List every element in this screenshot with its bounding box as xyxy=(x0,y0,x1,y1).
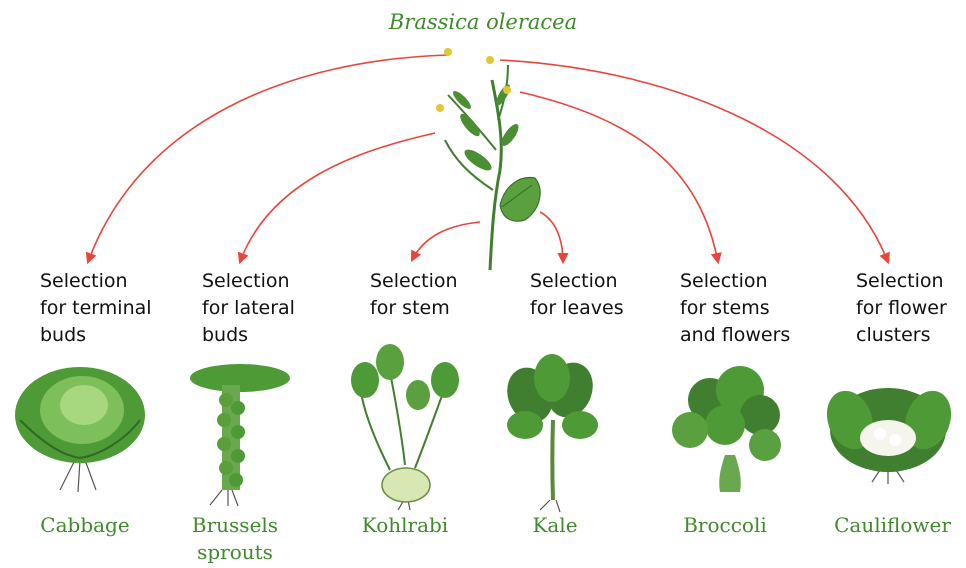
label-line: Selection xyxy=(370,268,458,295)
plant-name-broccoli: Broccoli xyxy=(670,512,780,539)
label-line: for stem xyxy=(370,295,458,322)
brussels-sprouts-icon xyxy=(190,364,290,506)
cauliflower-icon xyxy=(819,384,959,484)
kohlrabi-icon xyxy=(351,344,459,510)
label-line: clusters xyxy=(856,322,947,349)
arrow-to-stems-and-flowers xyxy=(520,92,718,262)
plant-name-kohlrabi: Kohlrabi xyxy=(350,512,460,539)
label-line: for flower xyxy=(856,295,947,322)
plant-name-line: Kohlrabi xyxy=(350,512,460,539)
plant-name-line: Cabbage xyxy=(30,512,140,539)
plant-name-line: Broccoli xyxy=(670,512,780,539)
arrow-to-terminal-buds xyxy=(88,55,448,262)
plant-name-cabbage: Cabbage xyxy=(30,512,140,539)
cabbage-icon xyxy=(15,367,145,492)
selection-label-flower-clusters: Selection for flower clusters xyxy=(856,268,947,349)
plant-name-brussels-sprouts: Brussels sprouts xyxy=(180,512,290,566)
label-line: and flowers xyxy=(680,322,790,349)
selection-label-stem: Selection for stem xyxy=(370,268,458,322)
selection-label-terminal-buds: Selection for terminal buds xyxy=(40,268,152,349)
plant-name-line: sprouts xyxy=(180,539,290,566)
arrow-to-leaves xyxy=(540,212,563,262)
selection-arrows xyxy=(88,55,888,262)
label-line: Selection xyxy=(530,268,624,295)
label-line: for stems xyxy=(680,295,790,322)
label-line: buds xyxy=(202,322,295,349)
plant-name-cauliflower: Cauliflower xyxy=(830,512,955,539)
broccoli-icon xyxy=(672,366,781,492)
label-line: Selection xyxy=(202,268,295,295)
arrow-to-lateral-buds xyxy=(240,133,435,262)
plant-name-kale: Kale xyxy=(505,512,605,539)
label-line: for terminal xyxy=(40,295,152,322)
label-line: buds xyxy=(40,322,152,349)
arrow-to-stem xyxy=(412,222,480,260)
plant-name-line: Brussels xyxy=(180,512,290,539)
label-line: Selection xyxy=(40,268,152,295)
label-line: for leaves xyxy=(530,295,624,322)
label-line: Selection xyxy=(680,268,790,295)
plant-name-line: Cauliflower xyxy=(830,512,955,539)
wild-mustard-plant-icon xyxy=(436,48,540,270)
selection-label-stems-and-flowers: Selection for stems and flowers xyxy=(680,268,790,349)
kale-icon xyxy=(500,354,600,512)
label-line: for lateral xyxy=(202,295,295,322)
plant-name-line: Kale xyxy=(505,512,605,539)
selection-label-leaves: Selection for leaves xyxy=(530,268,624,322)
label-line: Selection xyxy=(856,268,947,295)
selection-label-lateral-buds: Selection for lateral buds xyxy=(202,268,295,349)
